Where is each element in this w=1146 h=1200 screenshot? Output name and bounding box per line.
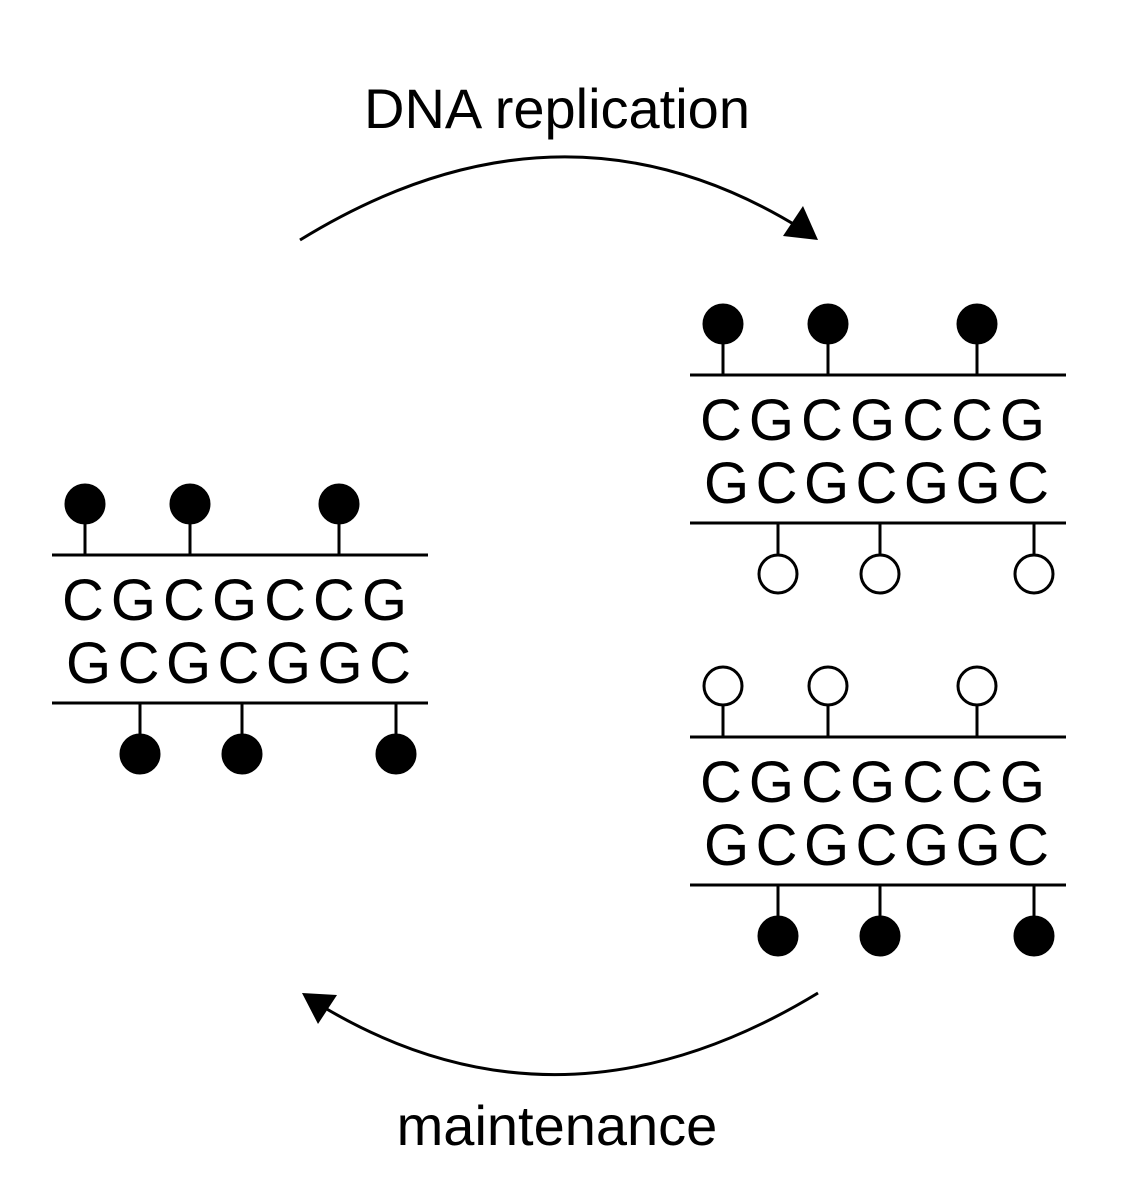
methylated-site-icon <box>757 915 799 957</box>
unmethylated-site-icon <box>757 553 799 595</box>
replication-arrow <box>299 155 801 242</box>
maintenance-label: maintenance <box>397 1094 718 1157</box>
maintenance-arrowhead-icon <box>302 993 337 1024</box>
replication-arrowhead-icon <box>783 206 818 240</box>
top-sequence: CGCGCCG <box>700 388 1045 453</box>
bottom-sequence: GCGCGGC <box>66 631 411 696</box>
unmethylated-site-icon <box>807 665 849 707</box>
bottom-sequence: GCGCGGC <box>704 813 1049 878</box>
methylated-site-icon <box>64 483 106 525</box>
methylated-site-icon <box>318 483 360 525</box>
unmethylated-site-icon <box>859 553 901 595</box>
methylated-site-icon <box>807 303 849 345</box>
methylated-site-icon <box>1013 915 1055 957</box>
methylated-site-icon <box>221 733 263 775</box>
methylated-site-icon <box>702 303 744 345</box>
methylated-site-icon <box>956 303 998 345</box>
methylated-site-icon <box>119 733 161 775</box>
unmethylated-site-icon <box>956 665 998 707</box>
methylated-site-icon <box>859 915 901 957</box>
top-sequence: CGCGCCG <box>62 568 407 633</box>
unmethylated-site-icon <box>702 665 744 707</box>
maintenance-arrow <box>319 991 819 1076</box>
unmethylated-site-icon <box>1013 553 1055 595</box>
methylated-site-icon <box>375 733 417 775</box>
top-sequence: CGCGCCG <box>700 750 1045 815</box>
dna-replication-label: DNA replication <box>364 77 750 140</box>
bottom-sequence: GCGCGGC <box>704 451 1049 516</box>
methylated-site-icon <box>169 483 211 525</box>
